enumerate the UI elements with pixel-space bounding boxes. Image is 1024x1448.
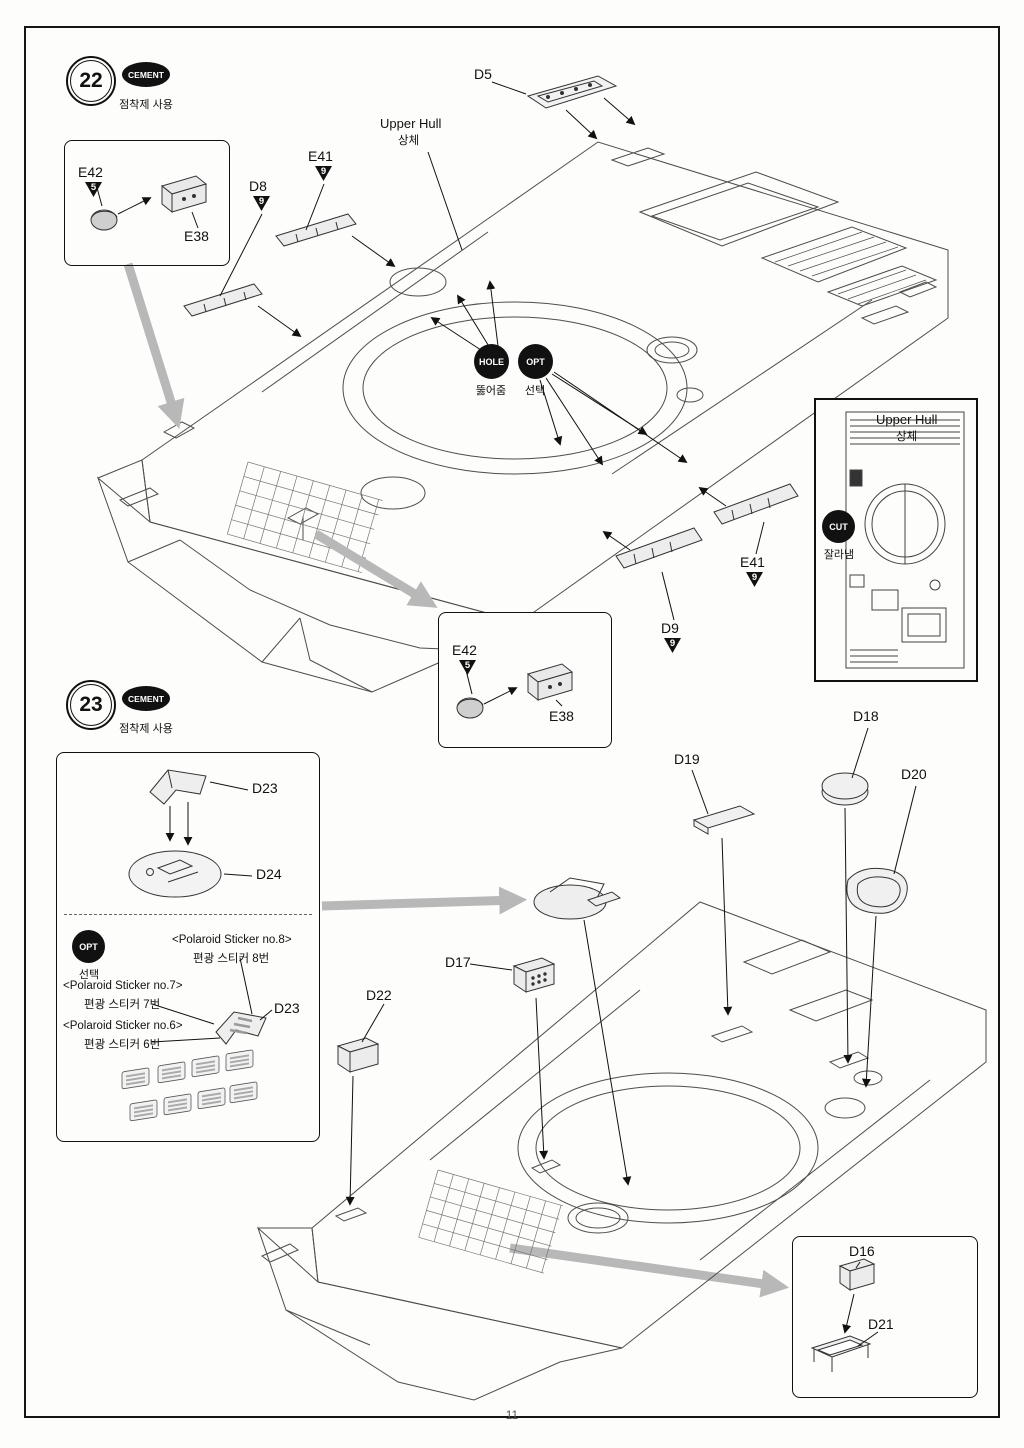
- label-d5: D5: [474, 66, 492, 82]
- opt-badge-step22: OPT: [518, 344, 553, 379]
- label-upper-hull-korean: 상체: [398, 135, 420, 147]
- label-d24: D24: [256, 866, 282, 882]
- cement-badge-step23: CEMENT: [122, 686, 170, 711]
- cut-badge: CUT: [822, 510, 855, 543]
- label-d8: D8: [249, 178, 267, 194]
- upper-hull-drawing: [96, 141, 949, 693]
- hole-badge: HOLE: [474, 344, 509, 379]
- label-d9: D9: [661, 620, 679, 636]
- label-d23-assembly: D23: [252, 780, 278, 796]
- part-d23-sticker-drawing: [215, 1011, 267, 1045]
- callout-d16-d21: [792, 1236, 978, 1398]
- opt-caption-step23: 선택: [78, 969, 100, 981]
- cement-caption-step23: 점착제 사용: [119, 723, 173, 735]
- opt-badge-step23: OPT: [72, 930, 105, 963]
- sticker-note-8-korean: 편광 스티커 8번: [193, 953, 270, 965]
- step-23-number: 23: [79, 693, 103, 716]
- label-d18: D18: [853, 708, 879, 724]
- label-e42-center: E42: [452, 642, 477, 658]
- page-number: 11: [505, 1408, 519, 1422]
- part-e41-skirt-drawing: [713, 483, 799, 525]
- label-d22: D22: [366, 987, 392, 1003]
- page-border: [24, 26, 1000, 1418]
- callout-e42-e38-left: [64, 140, 230, 266]
- opt-caption-step22: 선택: [524, 385, 546, 397]
- part-d16-drawing: [838, 1258, 876, 1291]
- part-e38-drawing: [160, 175, 208, 214]
- callout-divider: [64, 914, 312, 915]
- inset-title: Upper Hull: [876, 412, 938, 427]
- part-d9-skirt-drawing: [615, 527, 703, 569]
- sticker-note-6: <Polaroid Sticker no.6>: [63, 1020, 183, 1032]
- label-e38-center: E38: [549, 708, 574, 724]
- cement-caption-step22: 점착제 사용: [119, 99, 173, 111]
- sticker-note-6-korean: 편광 스티커 6번: [84, 1039, 161, 1051]
- part-d23-drawing: [149, 769, 207, 805]
- part-d5-drawing: [526, 75, 618, 109]
- part-e41-strip-drawing: [275, 213, 357, 247]
- callout-e42-e38-center: [438, 612, 612, 748]
- label-e42-left: E42: [78, 164, 103, 180]
- step-23-badge: 23: [66, 680, 116, 730]
- callout-d23-d24: [56, 752, 320, 1142]
- label-d17: D17: [445, 954, 471, 970]
- label-e41-top: E41: [308, 148, 333, 164]
- label-upper-hull: Upper Hull: [380, 116, 442, 131]
- hole-caption: 뚫어줌: [475, 385, 507, 397]
- sticker-note-8: <Polaroid Sticker no.8>: [172, 934, 292, 946]
- anti-slip-grid-23: [418, 1169, 564, 1274]
- cement-badge-step22: CEMENT: [122, 62, 170, 87]
- step-22-number: 22: [79, 69, 103, 92]
- part-e42-drawing: [90, 209, 118, 231]
- cut-caption: 잘라냄: [823, 549, 855, 561]
- sticker-note-7: <Polaroid Sticker no.7>: [63, 980, 183, 992]
- arrows-step23: [151, 727, 917, 1347]
- label-d20: D20: [901, 766, 927, 782]
- part-d8-strip-drawing: [183, 283, 263, 317]
- part-e38-center-drawing: [526, 663, 574, 702]
- part-d21-drawing: [810, 1335, 872, 1372]
- inset-upper-hull-box: [814, 398, 978, 682]
- inset-title-korean: 상체: [896, 431, 918, 443]
- part-d24-drawing: [128, 850, 222, 898]
- part-d18-drawing: [821, 772, 869, 806]
- hull-23-drawing: [256, 901, 987, 1401]
- label-d23-sticker: D23: [274, 1000, 300, 1016]
- part-d20-drawing: [846, 867, 908, 914]
- anti-slip-grid: [226, 461, 383, 574]
- part-d22-drawing: [336, 1037, 380, 1073]
- part-d19-drawing: [692, 805, 756, 835]
- sticker-sheet-drawing: [121, 1049, 258, 1122]
- arrows-step22: [95, 81, 765, 707]
- sticker-note-7-korean: 편광 스티커 7번: [84, 999, 161, 1011]
- part-d17-drawing: [512, 957, 556, 993]
- label-d19: D19: [674, 751, 700, 767]
- label-e38-left: E38: [184, 228, 209, 244]
- guide-arrows: [123, 262, 790, 1298]
- label-e41-side: E41: [740, 554, 765, 570]
- part-e42-center-drawing: [456, 697, 484, 719]
- label-d21: D21: [868, 1316, 894, 1332]
- label-d16: D16: [849, 1243, 875, 1259]
- step-22-badge: 22: [66, 56, 116, 106]
- part-d23-assembled-drawing: [533, 877, 622, 920]
